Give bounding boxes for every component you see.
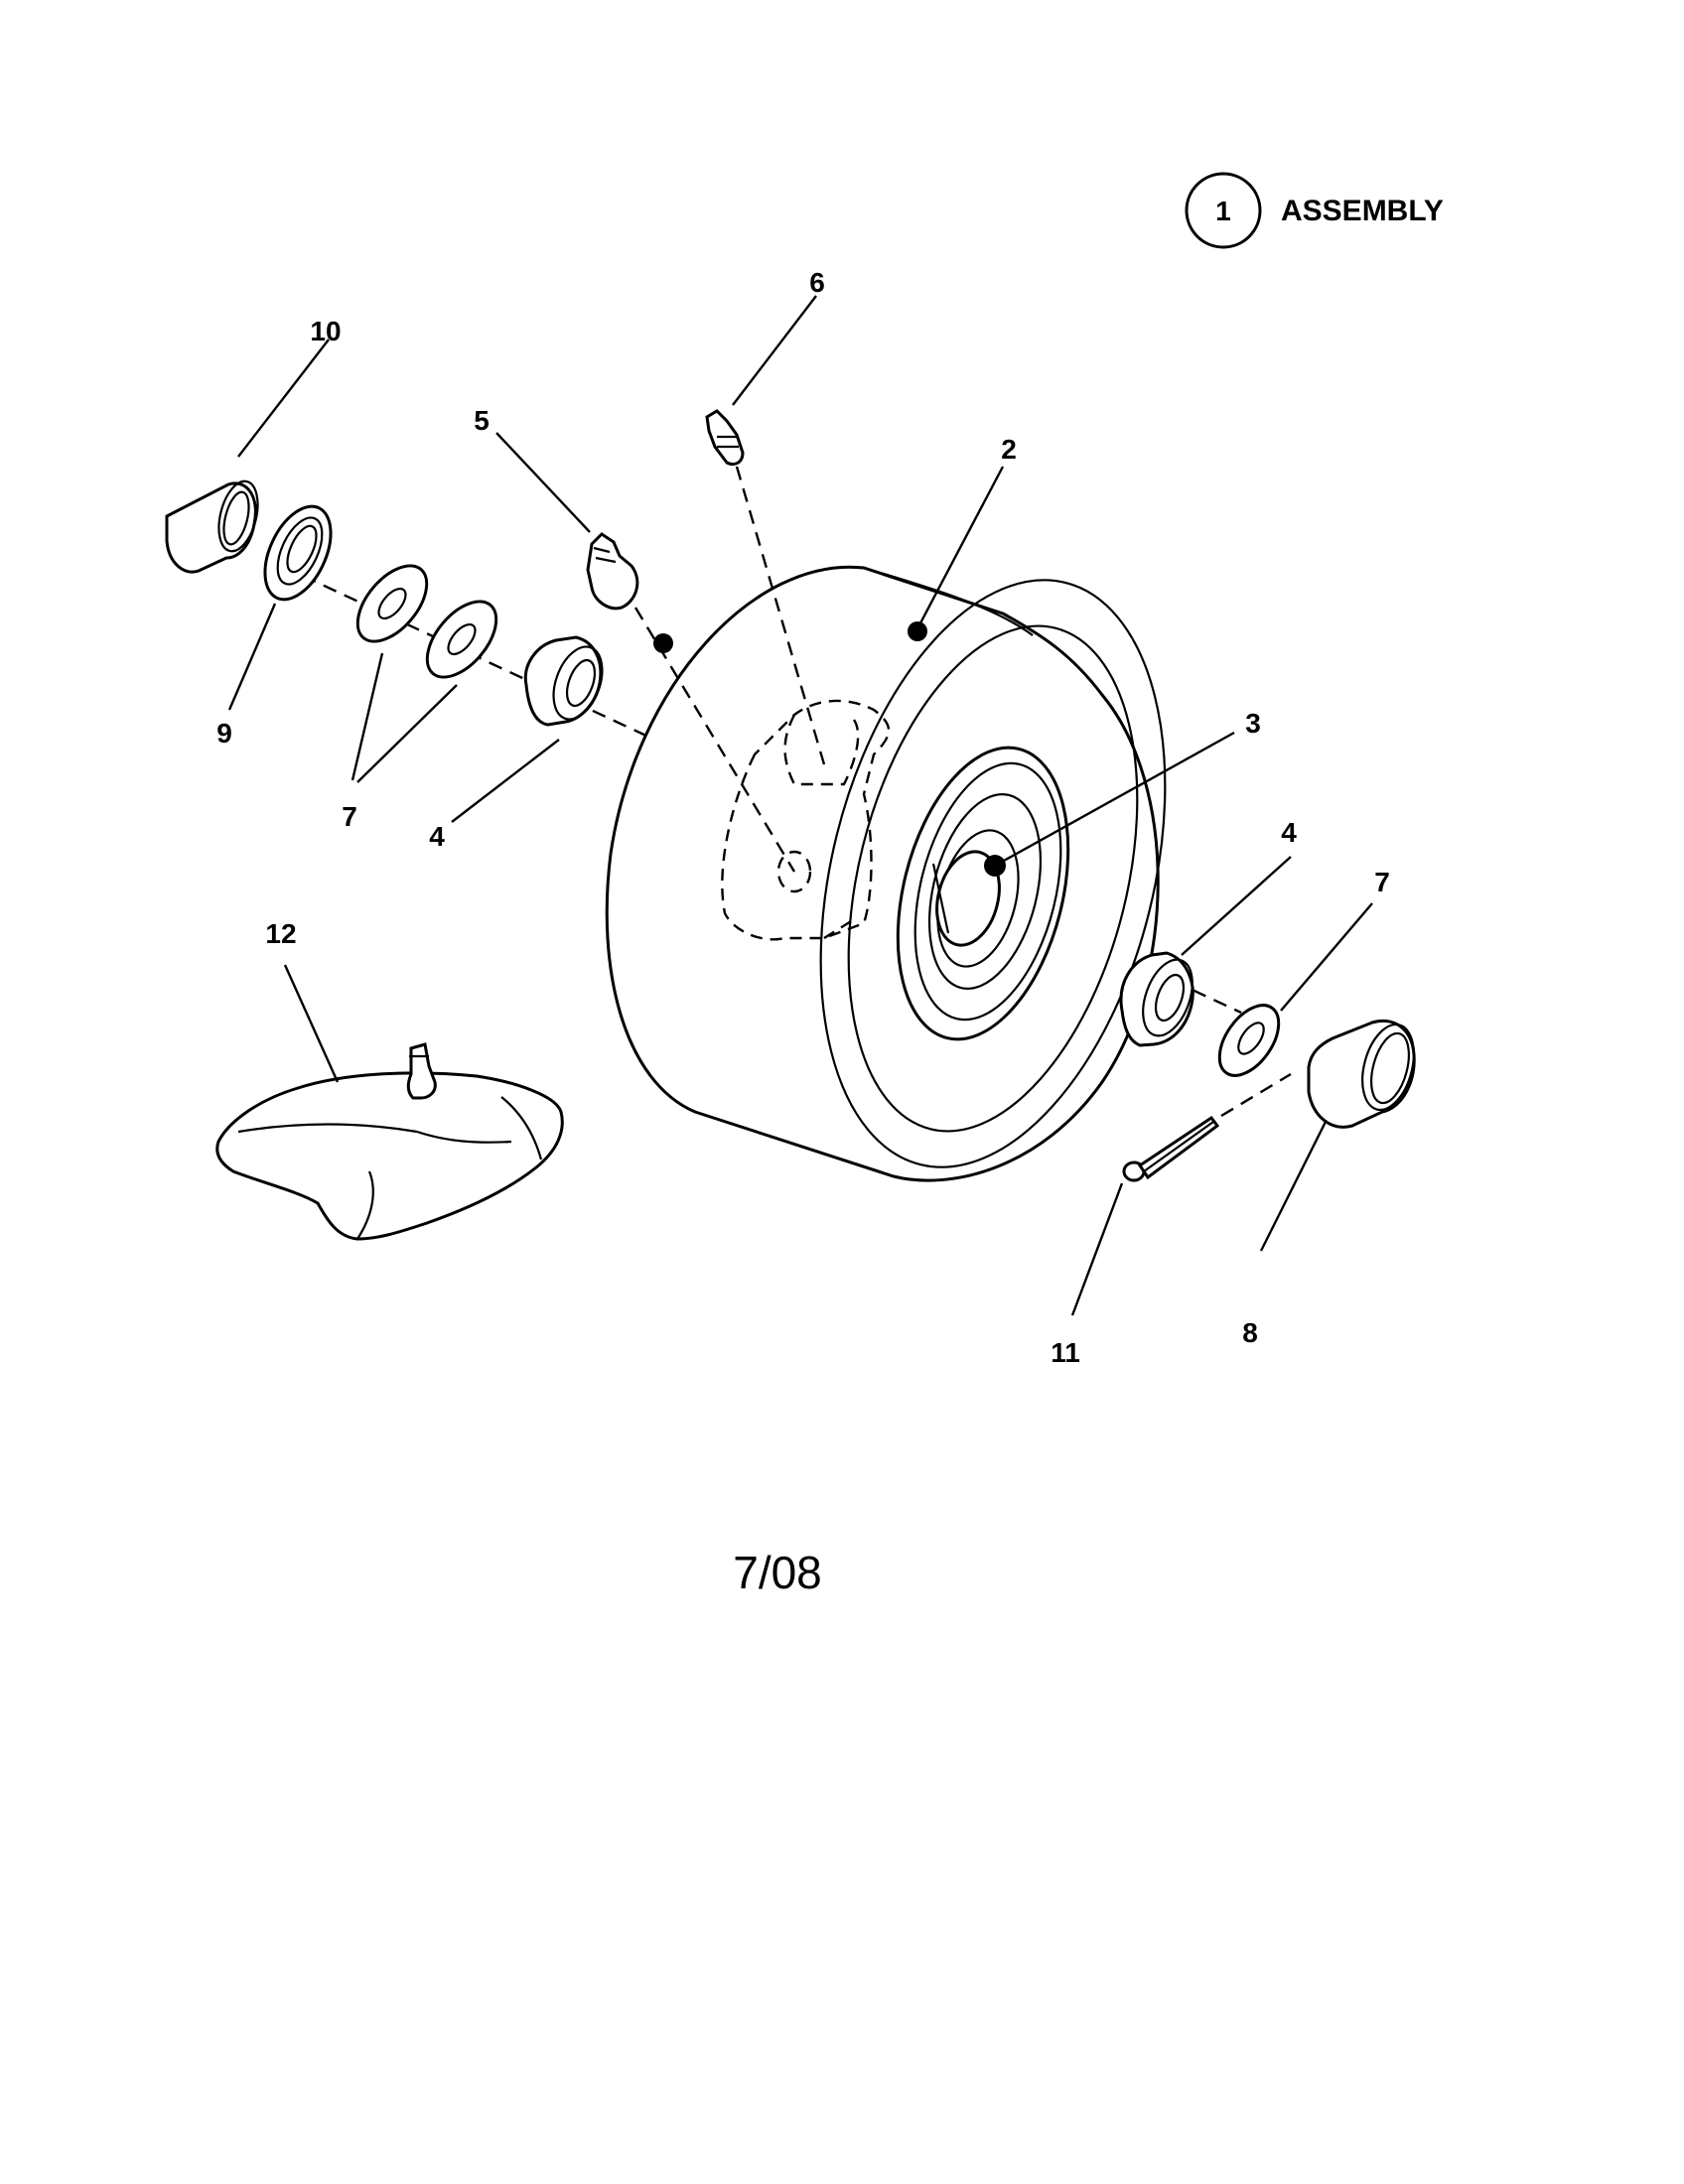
- part-12-inner-tube: [215, 1042, 564, 1241]
- callout-7-left: 7: [342, 801, 357, 832]
- part-10-cup: [165, 479, 259, 574]
- callout-4-left: 4: [429, 821, 445, 852]
- part-7-washers-left: [355, 564, 498, 679]
- callout-10: 10: [310, 316, 341, 346]
- assembly-legend: 1 ASSEMBLY: [1185, 172, 1444, 249]
- callout-11: 11: [1051, 1337, 1080, 1368]
- hidden-hub: [721, 699, 891, 941]
- callout-9: 9: [216, 718, 232, 749]
- callout-numbers: 10 9 7 4 5 6 2 3 4 7 8 11 12: [216, 267, 1390, 1368]
- part-6-grease-fitting: [705, 409, 745, 467]
- fitting-dash-line: [735, 466, 826, 765]
- callout-6: 6: [809, 267, 825, 298]
- tire: [605, 565, 1167, 1182]
- callout-2: 2: [1001, 434, 1017, 465]
- legend-number: 1: [1215, 196, 1231, 226]
- valve-dash-line: [633, 607, 796, 873]
- part-8-cap: [1307, 1020, 1416, 1129]
- pin-dash-line: [1220, 1072, 1292, 1118]
- legend-label: ASSEMBLY: [1281, 195, 1444, 227]
- part-5-valve-stem: [586, 532, 639, 611]
- part-4-bushing-left: [523, 635, 604, 727]
- part-4-bushing-right: [1119, 951, 1194, 1047]
- callout-7-right: 7: [1374, 867, 1390, 897]
- part-9-bearing: [263, 504, 333, 602]
- part-11-cotter-pin: [1122, 1115, 1220, 1182]
- callout-12: 12: [265, 918, 296, 949]
- part-7-washer-right: [1217, 1004, 1281, 1077]
- callout-8: 8: [1242, 1317, 1258, 1348]
- leader-lines: [227, 295, 1373, 1316]
- date-code: 7/08: [733, 1547, 822, 1598]
- callout-4-right: 4: [1281, 817, 1297, 848]
- callout-3: 3: [1245, 708, 1261, 739]
- callout-5: 5: [474, 405, 490, 436]
